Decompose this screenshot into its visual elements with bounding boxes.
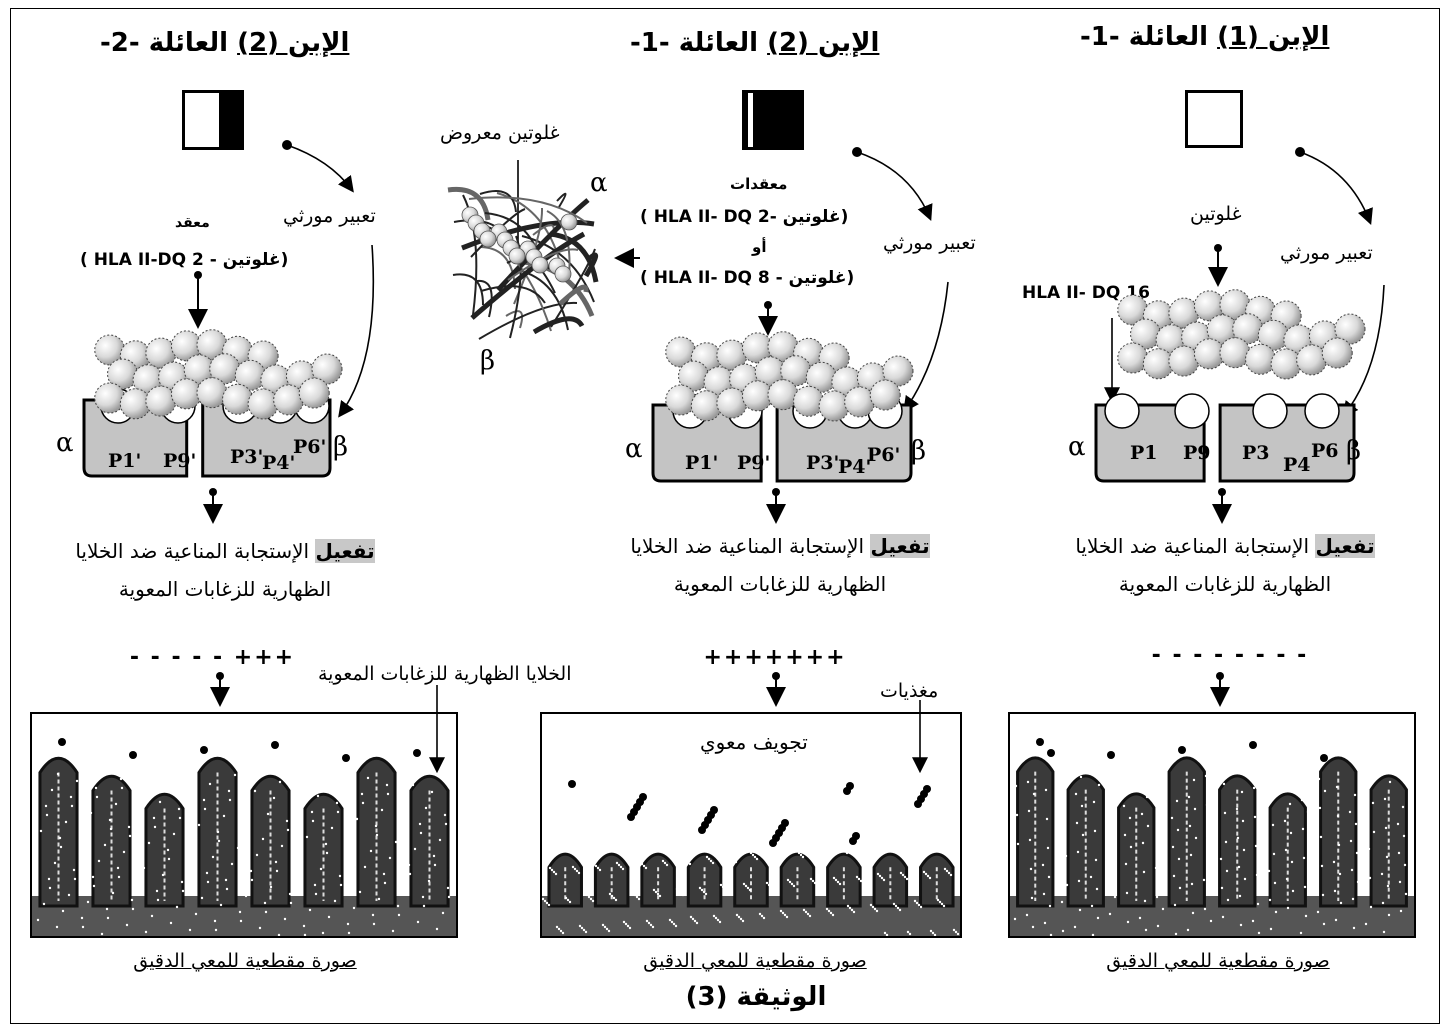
caption-middle: صورة مقطعية للمعي الدقيق <box>605 950 905 972</box>
nutrient-dot-1 <box>1107 751 1115 759</box>
nutrient-dot-3 <box>1249 741 1257 749</box>
nutrient-dot-2 <box>1178 746 1186 754</box>
title-right-child: الإبن (1) <box>1217 22 1329 52</box>
pedigree-square-healthy <box>1185 90 1243 148</box>
pocket-middle-4: P6' <box>867 444 900 466</box>
complex-dq2-middle: ( HLA II- DQ 2- غلوتين) <box>640 207 848 227</box>
micrograph-right <box>1008 712 1416 938</box>
gluten-label-right: غلوتين <box>1190 203 1242 225</box>
nutrient-dot-19 <box>843 787 851 795</box>
nutrient-dot-4 <box>1320 754 1328 762</box>
nutrients-label: مغذيات <box>880 680 938 702</box>
activation-rest-right: الإستجابة المناعية ضد الخلايا الظهارية ل… <box>1075 534 1331 596</box>
pedigree-square-affected <box>742 90 804 150</box>
immune-level-right: - - - - - - - - <box>1140 643 1320 668</box>
pocket-left-0: P1' <box>108 450 141 472</box>
micrograph-left <box>30 712 458 938</box>
immune-level-middle: +++++++ <box>695 645 855 670</box>
pocket-right-3: P4 <box>1283 454 1311 476</box>
intestinal-lumen-label: تجويف معوي <box>700 730 808 754</box>
nutrient-dot-9 <box>849 837 857 845</box>
nutrient-dot-0 <box>1036 738 1044 746</box>
nutrient-dot-2 <box>200 746 208 754</box>
nutrient-dot-21 <box>627 813 635 821</box>
activation-rest-left: الإستجابة المناعية ضد الخلايا الظهارية ل… <box>75 539 331 601</box>
nutrient-dot-20 <box>914 800 922 808</box>
alpha-middle: α <box>625 434 643 464</box>
pocket-right-1: P9 <box>1183 442 1211 464</box>
genetic-expression-middle: تعبير مورثي <box>883 232 976 254</box>
beta-right: β <box>1346 436 1361 466</box>
protein-beta: β <box>480 346 495 376</box>
title-middle-family: العائلة -1- <box>630 28 758 58</box>
pedigree-square-partial <box>182 90 244 150</box>
caption-left: صورة مقطعية للمعي الدقيق <box>95 950 395 972</box>
pocket-left-3: P4' <box>262 452 295 474</box>
nutrient-dot-0 <box>568 780 576 788</box>
title-left-child: الإبن (2) <box>237 28 349 58</box>
epithelial-cells-label: الخلايا الظهارية للزغابات المعوية <box>318 663 571 685</box>
activation-bold-middle: تفعيل <box>870 534 929 558</box>
nutrient-dot-5 <box>1047 749 1055 757</box>
pocket-middle-1: P9' <box>737 452 770 474</box>
nutrient-dot-0 <box>58 738 66 746</box>
activation-bold-right: تفعيل <box>1315 534 1374 558</box>
complex-label-left: معقد <box>175 215 210 231</box>
pocket-middle-2: P3' <box>806 452 839 474</box>
nutrient-dot-4 <box>342 754 350 762</box>
or-label: أو <box>752 238 766 256</box>
nutrient-dot-23 <box>769 839 777 847</box>
villi-normal <box>1010 738 1414 936</box>
title-right-family: العائلة -1- <box>1080 22 1208 52</box>
pocket-middle-0: P1' <box>685 452 718 474</box>
pocket-right-2: P3 <box>1242 442 1270 464</box>
genetic-expression-left: تعبير مورثي <box>283 205 376 227</box>
activation-text-right: تفعيل الإستجابة المناعية ضد الخلايا الظه… <box>1075 527 1375 603</box>
activation-bold-left: تفعيل <box>315 539 374 563</box>
presented-gluten-label: غلوتين معروض <box>440 122 560 144</box>
nutrient-dot-5 <box>413 749 421 757</box>
pocket-left-4: P6' <box>293 436 326 458</box>
genetic-expression-right: تعبير مورثي <box>1280 242 1373 264</box>
activation-text-middle: تفعيل الإستجابة المناعية ضد الخلايا الظه… <box>630 527 930 603</box>
title-middle-child: الإبن (2) <box>767 28 879 58</box>
beta-middle: β <box>911 436 926 466</box>
complexes-label: معقدات <box>730 175 787 193</box>
title-left-family: العائلة -2- <box>100 28 228 58</box>
activation-rest-middle: الإستجابة المناعية ضد الخلايا الظهارية ل… <box>630 534 886 596</box>
villi-partial <box>32 738 456 936</box>
beta-left: β <box>333 432 348 462</box>
protein-alpha: α <box>590 168 608 198</box>
complex-dq2-left: ( HLA II-DQ 2 - غلوتين) <box>80 250 288 270</box>
nutrient-dot-1 <box>129 751 137 759</box>
title-right: الإبن (1) العائلة -1- <box>1080 22 1329 52</box>
title-left: الإبن (2) العائلة -2- <box>100 28 349 58</box>
pocket-left-2: P3' <box>230 446 263 468</box>
pocket-left-1: P9' <box>163 450 196 472</box>
complex-dq8-middle: ( HLA II- DQ 8 - غلوتين) <box>640 268 854 288</box>
hla-dq16-label: HLA II- DQ 16 <box>1022 283 1150 303</box>
caption-right: صورة مقطعية للمعي الدقيق <box>1068 950 1368 972</box>
document-caption: الوثيقة (3) <box>606 982 906 1012</box>
activation-text-left: تفعيل الإستجابة المناعية ضد الخلايا الظه… <box>75 532 375 608</box>
nutrient-dot-22 <box>698 826 706 834</box>
immune-level-left: - - - - - +++ <box>120 645 305 670</box>
alpha-right: α <box>1068 432 1086 462</box>
pocket-right-4: P6 <box>1311 440 1339 462</box>
pocket-right-0: P1 <box>1130 442 1158 464</box>
villi-atrophied <box>542 780 960 936</box>
alpha-left: α <box>56 428 74 458</box>
title-middle: الإبن (2) العائلة -1- <box>630 28 879 58</box>
nutrient-dot-3 <box>271 741 279 749</box>
